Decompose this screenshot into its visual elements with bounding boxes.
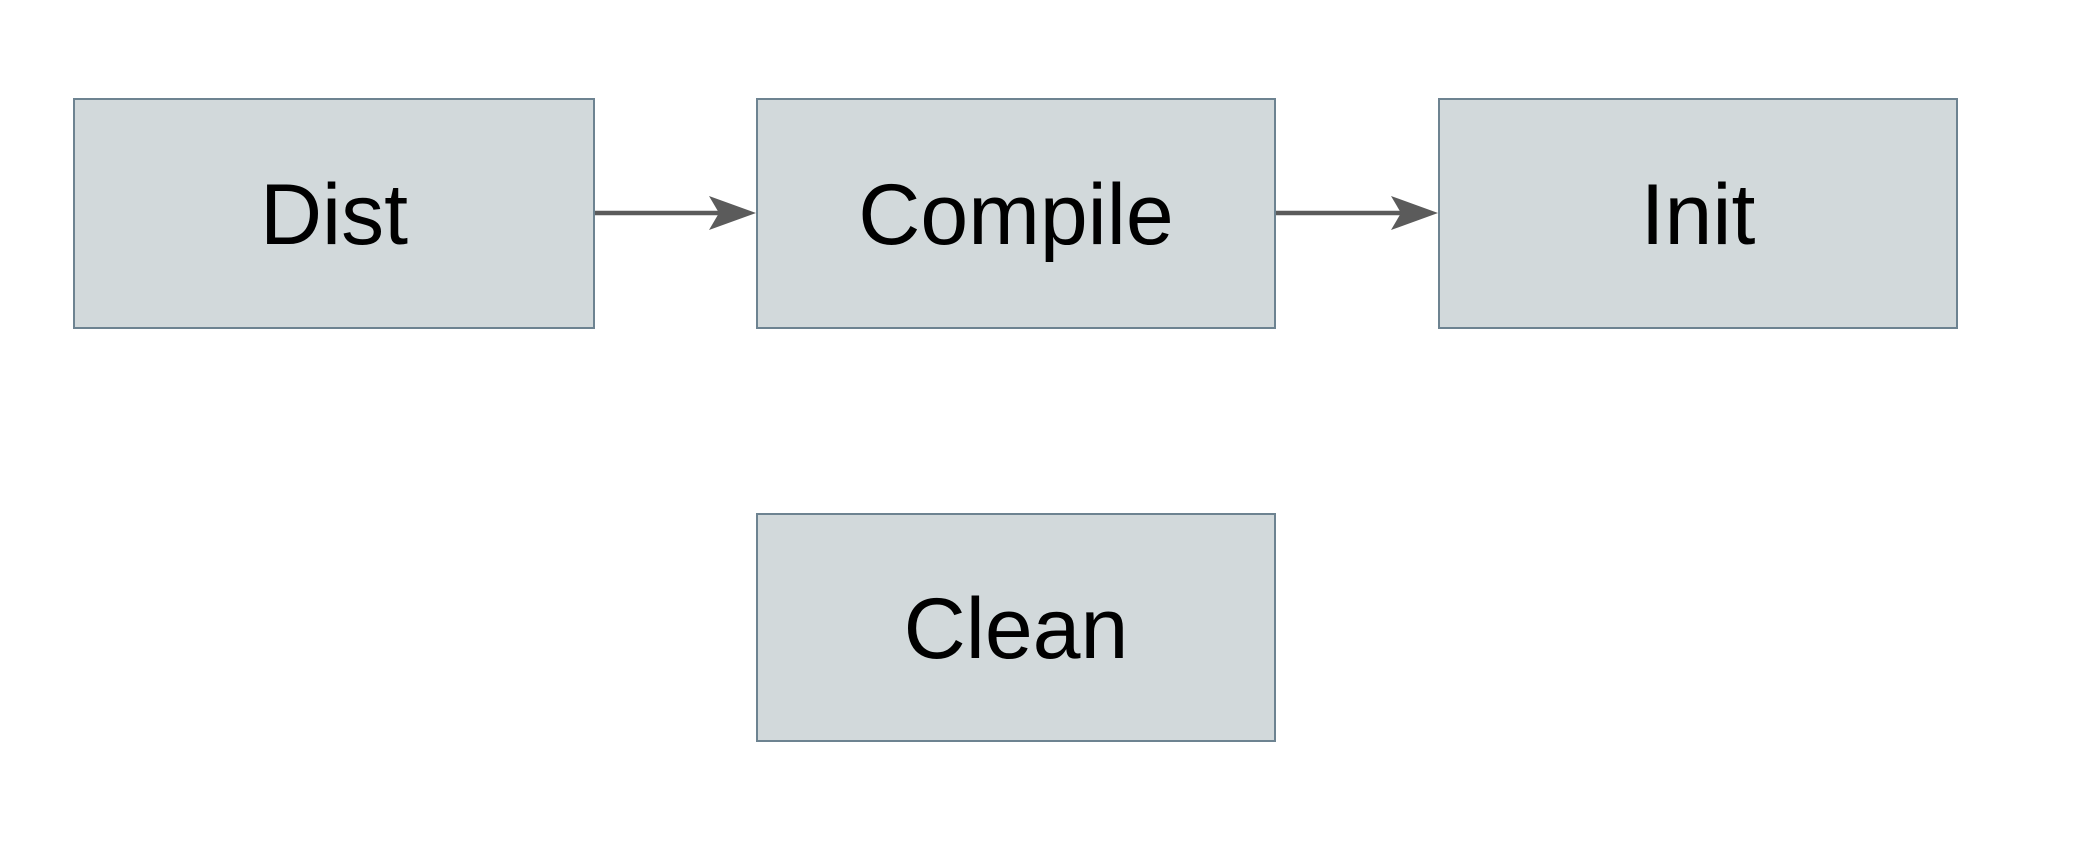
arrow-right-icon bbox=[595, 196, 756, 230]
node-compile-label: Compile bbox=[858, 166, 1174, 263]
node-clean[interactable]: Clean bbox=[756, 513, 1276, 742]
node-init-label: Init bbox=[1640, 166, 1756, 263]
node-compile[interactable]: Compile bbox=[756, 98, 1276, 329]
node-init[interactable]: Init bbox=[1438, 98, 1958, 329]
arrow-right-icon bbox=[1276, 196, 1438, 230]
node-clean-label: Clean bbox=[903, 580, 1129, 677]
arrow-compile-to-init bbox=[1276, 183, 1438, 243]
node-dist[interactable]: Dist bbox=[73, 98, 595, 329]
arrow-dist-to-compile bbox=[595, 183, 756, 243]
node-dist-label: Dist bbox=[259, 166, 409, 263]
